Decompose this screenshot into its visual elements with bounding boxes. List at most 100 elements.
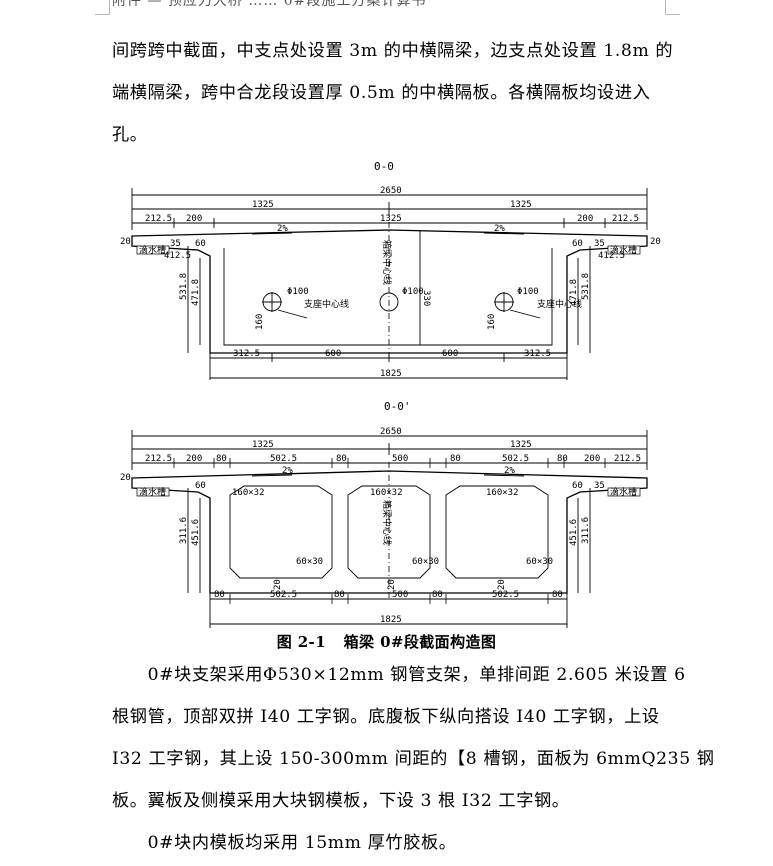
s2-chamfer-bottom: 60×30 xyxy=(526,557,553,567)
paragraph-line: 间跨跨中截面，中支点处设置 3m 的中横隔梁，边支点处设置 1.8m 的 xyxy=(112,41,674,61)
s2-top-dim: 200 xyxy=(186,454,202,464)
s1-dim160-right: 160 xyxy=(487,314,497,330)
paragraph-line: 根钢管，顶部双拼 I40 工字钢。底腹板下纵向搭设 I40 工字钢，上设 xyxy=(112,707,660,727)
paragraph-line: 端横隔梁，跨中合龙段设置厚 0.5m 的中横隔板。各横隔板均设进入 xyxy=(112,83,651,103)
s2-dim20: 20 xyxy=(497,579,507,590)
s1-hole-right-dia: Φ100 xyxy=(517,287,539,297)
s2-top-dim: 200 xyxy=(584,454,600,464)
paragraph-bottom: 0#块支架采用Φ530×12mm 钢管支架，单排间距 2.605 米设置 6 根… xyxy=(112,654,715,864)
s1-slope-left: 2% xyxy=(277,224,288,234)
s2-dim35-right: 35 xyxy=(594,481,605,491)
paragraph-line: 0#块内模板均采用 15mm 厚竹胶板。 xyxy=(112,833,457,853)
s1-bottom-mid-right: 600 xyxy=(442,349,458,359)
s2-slope-right: 2% xyxy=(504,466,515,476)
s2-dim60-left: 60 xyxy=(195,481,206,491)
paragraph-line: 孔。 xyxy=(112,125,148,145)
s1-dim-total: 2650 xyxy=(380,186,402,196)
s1-hole-left-dia: Φ100 xyxy=(287,287,309,297)
section2-title: 0-0' xyxy=(384,400,411,413)
s1-height-left: 531.8 xyxy=(179,273,189,300)
s2-dim-half-left: 1325 xyxy=(252,440,274,450)
section1-title: 0-0 xyxy=(374,160,394,173)
s1-drip-left: 滴水槽 xyxy=(139,244,166,256)
figure-caption: 图 2-1 箱梁 0#段截面构造图 xyxy=(0,631,773,652)
s2-height-left: 311.6 xyxy=(179,517,189,544)
box-girder-section-figure: 0-0 2650 1325 1325 212.5 200 1325 200 21… xyxy=(120,160,661,628)
caption-text: 箱梁 0#段截面构造图 xyxy=(343,633,497,651)
s1-dim35-right: 35 xyxy=(594,239,605,249)
s1-edge-left: 20 xyxy=(120,237,131,247)
s1-dim4125-left: 412.5 xyxy=(164,251,191,261)
s2-top-dim: 502.5 xyxy=(270,454,297,464)
s1-dim4125-right: 412.5 xyxy=(598,251,625,261)
paragraph-top: 间跨跨中截面，中支点处设置 3m 的中横隔梁，边支点处设置 1.8m 的 端横隔… xyxy=(112,30,674,156)
s1-dim330: 330 xyxy=(421,290,431,306)
s2-bottom-dim: 502.5 xyxy=(492,590,519,600)
s1-dim-haunch-left: 200 xyxy=(186,214,202,224)
s2-bottom-dim: 502.5 xyxy=(270,590,297,600)
s1-inner-right: 471.8 xyxy=(569,279,579,306)
s1-dim-cantilever-right: 212.5 xyxy=(612,214,639,224)
s1-dim35-left: 35 xyxy=(170,239,181,249)
s2-drip-left: 滴水槽 xyxy=(139,486,166,498)
s2-top-dim: 500 xyxy=(392,454,408,464)
s1-inner-left: 471.8 xyxy=(191,279,201,306)
running-header: 附件 — 预应力大桥 …… 0#段施工方案计算书 xyxy=(112,0,427,9)
paragraph-line: 0#块支架采用Φ530×12mm 钢管支架，单排间距 2.605 米设置 6 xyxy=(112,665,686,685)
s2-center-label: 箱梁中心线 xyxy=(381,500,393,545)
s1-support-left: 支座中心线 xyxy=(304,298,349,310)
s1-height-right: 531.8 xyxy=(581,273,591,300)
s2-top-dim: 80 xyxy=(336,454,347,464)
s2-chamfer-bottom: 60×30 xyxy=(296,557,323,567)
s1-dim-half-left: 1325 xyxy=(252,200,274,210)
s2-inner-left: 451.6 xyxy=(191,519,201,546)
s2-cell-left xyxy=(229,485,333,579)
s1-dim-haunch-right: 200 xyxy=(577,214,593,224)
s2-chamfer-top: 160×32 xyxy=(370,488,403,498)
s1-bottom-edge-left: 312.5 xyxy=(233,349,260,359)
margin-corner-mark-left xyxy=(95,0,110,15)
paragraph-line: 板。翼板及侧模采用大块钢模板，下设 3 根 I32 工字钢。 xyxy=(112,791,570,811)
s1-dim-center: 1325 xyxy=(380,214,402,224)
s2-chamfer-bottom: 60×30 xyxy=(412,557,439,567)
s1-dim-cantilever-left: 212.5 xyxy=(145,214,172,224)
s2-dim-half-right: 1325 xyxy=(510,440,532,450)
s2-chamfer-top: 160×32 xyxy=(232,488,265,498)
s2-edge-left: 20 xyxy=(120,473,131,483)
s2-bottom-dim: 500 xyxy=(392,590,408,600)
s2-bottom-dim: 80 xyxy=(432,590,443,600)
s1-edge-right: 20 xyxy=(650,237,661,247)
paragraph-line: I32 工字钢，其上设 150-300mm 间距的【8 槽钢，面板为 6mmQ2… xyxy=(112,749,715,769)
s1-center-label: 箱梁中心线 xyxy=(381,240,393,285)
s2-top-dim: 80 xyxy=(450,454,461,464)
s2-slope-left: 2% xyxy=(282,466,293,476)
s2-drip-right: 滴水槽 xyxy=(610,486,637,498)
s2-top-dim: 80 xyxy=(216,454,227,464)
s2-top-dim: 80 xyxy=(557,454,568,464)
s1-hole-mid-dia: Φ100 xyxy=(402,287,424,297)
s2-dim20: 20 xyxy=(273,579,283,590)
s2-inner-right: 451.6 xyxy=(569,519,579,546)
s2-deck-outline xyxy=(131,470,648,594)
s1-bottom-total: 1825 xyxy=(380,369,402,379)
s1-drip-right: 滴水槽 xyxy=(610,244,637,256)
s1-dim-half-right: 1325 xyxy=(510,200,532,210)
s1-bottom-edge-right: 312.5 xyxy=(524,349,551,359)
s2-chamfer-top: 160×32 xyxy=(486,488,519,498)
s2-cell-right xyxy=(445,485,549,579)
s2-bottom-total: 1825 xyxy=(380,615,402,625)
s2-height-right: 311.6 xyxy=(581,517,591,544)
s2-dim20: 20 xyxy=(387,579,397,590)
margin-corner-mark-right xyxy=(665,0,680,15)
s2-top-dim: 212.5 xyxy=(614,454,641,464)
s1-bottom-mid-left: 600 xyxy=(325,349,341,359)
s1-slope-right: 2% xyxy=(494,224,505,234)
s1-dim160-left: 160 xyxy=(255,314,265,330)
s2-dim-total: 2650 xyxy=(380,427,402,437)
s1-dim60-right: 60 xyxy=(572,239,583,249)
s2-top-dim: 212.5 xyxy=(145,454,172,464)
caption-number: 图 2-1 xyxy=(276,633,327,651)
s2-top-dim: 502.5 xyxy=(502,454,529,464)
s2-cell-mid xyxy=(347,485,431,579)
